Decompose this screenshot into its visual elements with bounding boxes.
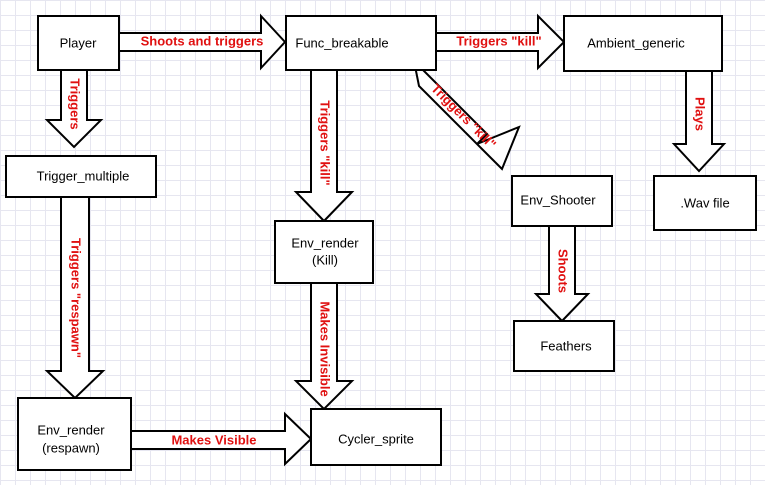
node-env-render-respawn[interactable]: Env_render (respawn)	[17, 397, 132, 471]
node-ambient-generic[interactable]: Ambient_generic	[563, 15, 723, 72]
edge-label-shoots-and-triggers: Shoots and triggers	[141, 33, 264, 48]
edge-label-shoots: Shoots	[556, 249, 571, 293]
edge-label-triggers-trigger-multiple: Triggers	[68, 78, 83, 129]
node-label-func-breakable: Func_breakable	[295, 35, 388, 50]
edge-label-makes-invisible: Makes Invisible	[318, 301, 333, 396]
node-trigger-multiple[interactable]: Trigger_multiple	[5, 155, 157, 198]
edge-env-render-respawn-to-cycler-sprite[interactable]: Makes Visible	[130, 411, 313, 467]
edge-func-breakable-to-env-shooter[interactable]: Triggers "kill"	[412, 57, 521, 171]
edge-player-to-func-breakable[interactable]: Shoots and triggers	[118, 13, 287, 71]
edge-trigger-multiple-to-env-render-respawn[interactable]: Triggers "respawn"	[44, 196, 106, 400]
node-wav-file[interactable]: .Wav file	[653, 175, 757, 231]
edge-label-triggers-kill-env-shooter: Triggers "kill"	[428, 81, 499, 152]
edge-ambient-generic-to-wav-file[interactable]: Plays	[671, 70, 727, 173]
edge-env-shooter-to-feathers[interactable]: Shoots	[533, 225, 591, 323]
edge-env-render-kill-to-cycler-sprite[interactable]: Makes Invisible	[293, 282, 355, 411]
edge-label-triggers-kill-env-render: Triggers "kill"	[318, 100, 333, 185]
node-label-feathers: Feathers	[540, 338, 592, 353]
node-label-env-render-kill-line2: (Kill)	[312, 252, 338, 267]
edge-label-triggers-kill-ambient: Triggers "kill"	[456, 33, 541, 48]
node-label-env-render-kill-line1: Env_render	[291, 235, 359, 250]
node-label-player: Player	[60, 35, 98, 50]
node-label-cycler-sprite: Cycler_sprite	[338, 431, 414, 446]
node-label-trigger-multiple: Trigger_multiple	[37, 168, 130, 183]
edge-func-breakable-to-ambient-generic[interactable]: Triggers "kill"	[435, 13, 566, 71]
node-label-env-render-respawn-line2: (respawn)	[42, 440, 100, 455]
edge-label-triggers-respawn: Triggers "respawn"	[69, 238, 84, 358]
node-env-shooter[interactable]: Env_Shooter	[511, 175, 613, 227]
node-func-breakable[interactable]: Func_breakable	[285, 15, 437, 71]
edge-label-plays: Plays	[693, 97, 708, 131]
edge-label-makes-visible: Makes Visible	[171, 432, 256, 447]
node-label-env-render-respawn-line1: Env_render	[37, 422, 105, 437]
node-player[interactable]: Player	[37, 15, 120, 71]
edge-func-breakable-to-env-render-kill[interactable]: Triggers "kill"	[293, 69, 355, 223]
node-feathers[interactable]: Feathers	[513, 320, 615, 372]
node-cycler-sprite[interactable]: Cycler_sprite	[310, 408, 442, 466]
node-env-render-kill[interactable]: Env_render (Kill)	[274, 220, 374, 284]
node-label-env-shooter: Env_Shooter	[520, 192, 596, 207]
node-label-wav-file: .Wav file	[680, 195, 729, 210]
node-label-ambient-generic: Ambient_generic	[587, 35, 685, 50]
edge-player-to-trigger-multiple[interactable]: Triggers	[44, 69, 104, 149]
